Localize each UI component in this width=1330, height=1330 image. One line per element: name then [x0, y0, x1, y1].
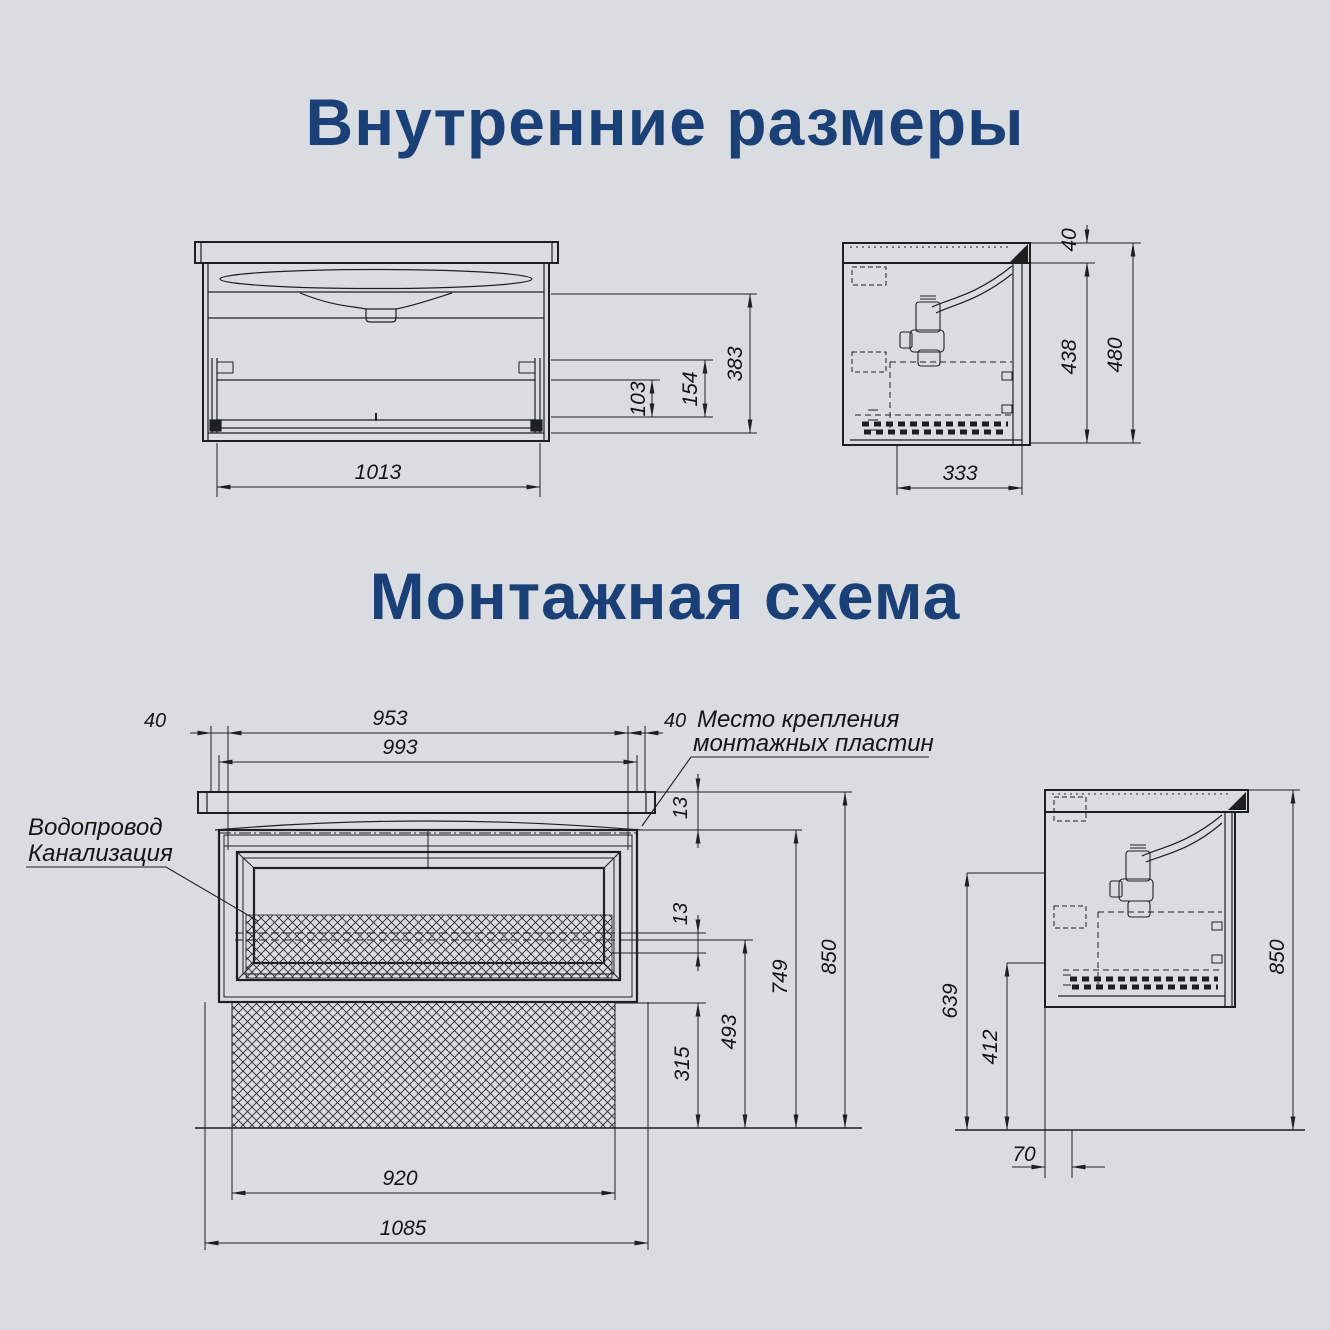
dim-1013: 1013 [355, 461, 402, 484]
dim-993: 993 [382, 736, 417, 759]
dim-383: 383 [724, 346, 747, 381]
dim-493: 493 [718, 1014, 741, 1049]
dim-333: 333 [942, 462, 977, 485]
label-mounting-plates-line2: монтажных пластин [693, 730, 934, 757]
dim-850-front: 850 [818, 939, 841, 974]
dim-13-mid: 13 [670, 903, 692, 925]
dim-953: 953 [372, 707, 407, 730]
dim-103: 103 [627, 381, 650, 416]
title-internal-dimensions: Внутренние размеры [305, 85, 1025, 159]
dim-438: 438 [1058, 339, 1081, 374]
dim-154: 154 [679, 371, 702, 406]
dim-40-left: 40 [144, 710, 166, 732]
title-mounting-scheme: Монтажная схема [369, 559, 961, 633]
view-internal-side: 40 438 480 333 [842, 225, 1141, 495]
dim-850-side: 850 [1266, 939, 1289, 974]
view-internal-front: 1013 383 154 103 [194, 241, 757, 497]
view-mounting-side: 639 412 850 70 [939, 789, 1305, 1178]
dim-639: 639 [939, 983, 962, 1018]
label-sewerage: Канализация [28, 840, 173, 867]
label-mounting-plates-line1: Место крепления [697, 706, 899, 733]
dim-40-top: 40 [1058, 228, 1081, 252]
dim-749: 749 [769, 959, 792, 994]
dim-40-right: 40 [664, 710, 686, 732]
dim-13-top: 13 [670, 797, 692, 819]
dim-315: 315 [671, 1046, 694, 1081]
dim-1085: 1085 [380, 1217, 427, 1240]
view-mounting-front: 40 953 40 993 13 13 315 493 749 850 920 … [26, 706, 934, 1250]
label-water-supply: Водопровод [28, 814, 162, 841]
dim-480: 480 [1104, 337, 1127, 372]
dim-412: 412 [979, 1029, 1002, 1064]
dim-920: 920 [382, 1167, 417, 1190]
dim-70: 70 [1012, 1143, 1036, 1166]
